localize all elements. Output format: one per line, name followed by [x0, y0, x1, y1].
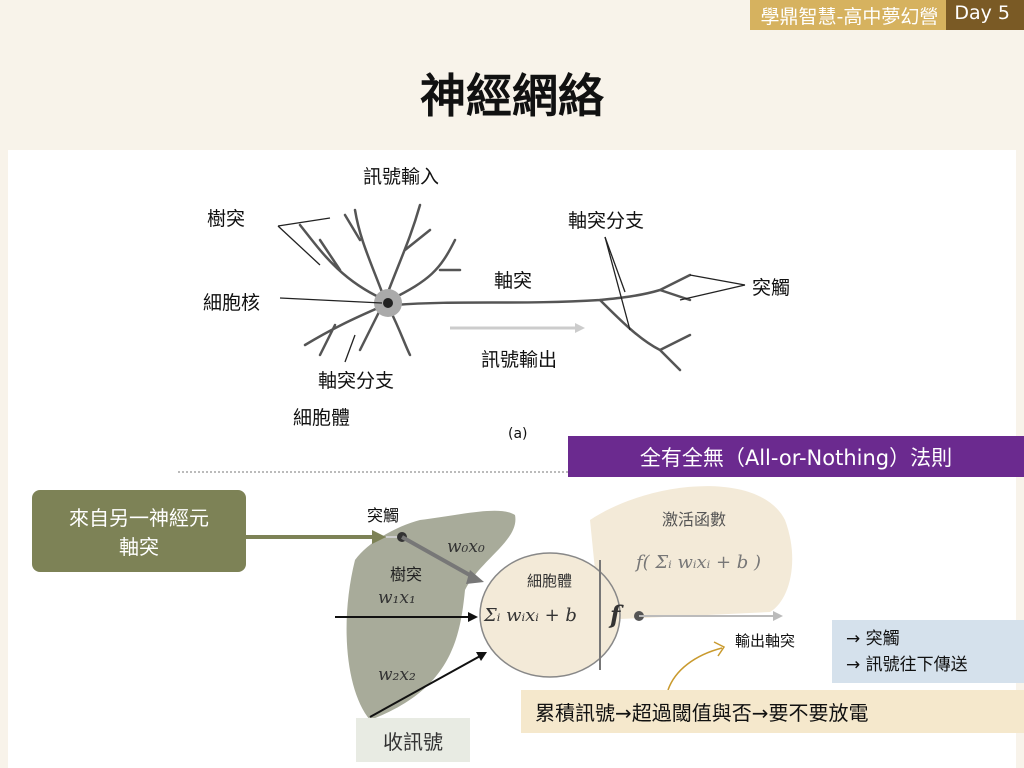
output-notes-box: → 突觸 → 訊號往下傳送 [832, 620, 1024, 683]
course-badge: 學鼎智慧-高中夢幻營 Day 5 [750, 0, 1024, 30]
w0x0-label: w₀x₀ [447, 537, 485, 557]
figure-caption: (a) [508, 426, 528, 442]
activation-expression: f( Σᵢ wᵢxᵢ + b ) [636, 552, 762, 573]
dendrite-label: 樹突 [207, 208, 246, 230]
source-line-2: 軸突 [119, 535, 159, 559]
sum-expression: Σᵢ wᵢxᵢ + b [484, 605, 577, 626]
w1x1-label: w₁x₁ [378, 588, 416, 608]
output-note: → 訊號往下傳送 [846, 655, 968, 675]
all-or-nothing-banner: 全有全無（All-or-Nothing）法則 [568, 436, 1024, 477]
course-name: 學鼎智慧-高中夢幻營 [750, 0, 947, 30]
cell-body-label: 細胞體 [293, 407, 351, 429]
synapse-label: 突觸 [752, 277, 791, 299]
day-label: Day 5 [946, 0, 1024, 30]
nucleus-label: 細胞核 [203, 292, 261, 314]
activation-f: f [610, 600, 621, 629]
source-neuron-box: 來自另一神經元 軸突 [32, 490, 246, 572]
axon-label: 軸突 [494, 270, 533, 292]
axon-branch-left-label: 軸突分支 [318, 370, 395, 392]
axon-branch-right-label: 軸突分支 [568, 210, 645, 232]
signal-input-label: 訊號輸入 [363, 166, 440, 188]
activation-label: 激活函數 [662, 510, 727, 529]
output-note: → 突觸 [846, 629, 900, 649]
output-axon-label: 輸出軸突 [735, 632, 796, 650]
receive-signal-box: 收訊號 [356, 718, 470, 762]
w2x2-label: w₂x₂ [378, 665, 416, 685]
cell-body-model-label: 細胞體 [527, 572, 573, 590]
summary-box: 累積訊號→超過閾值與否→要不要放電 [521, 690, 1024, 733]
source-line-1: 來自另一神經元 [69, 506, 209, 530]
signal-output-label: 訊號輸出 [481, 349, 558, 371]
synapse-model-label: 突觸 [367, 506, 400, 525]
dendrite-model-label: 樹突 [390, 565, 423, 584]
page-title: 神經網絡 [420, 69, 604, 123]
